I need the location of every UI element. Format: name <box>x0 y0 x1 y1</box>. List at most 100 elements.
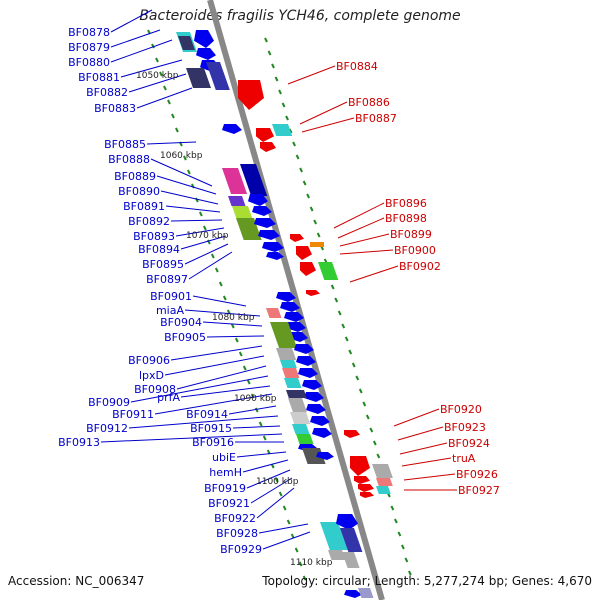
connector-line <box>100 433 283 443</box>
connector-line <box>180 385 271 398</box>
gene-label-right: BF0920 <box>440 403 482 416</box>
gene-label-left: BF0914 <box>186 408 228 421</box>
forward-gene <box>336 514 358 530</box>
gene-label-left: BF0889 <box>114 170 156 183</box>
tick-mark <box>198 211 203 217</box>
genes-value: 4,670 <box>557 574 592 588</box>
scale-label: 1060 kbp <box>160 151 203 161</box>
map-title: Bacteroides fragilis YCH46, complete gen… <box>139 8 461 24</box>
gene-box <box>240 164 268 196</box>
tick-mark <box>282 505 287 511</box>
connector-line <box>180 235 227 250</box>
gene-box <box>232 206 253 218</box>
connector-line <box>401 457 452 467</box>
forward-gene <box>284 312 304 322</box>
forward-gene <box>302 380 322 390</box>
tick-mark <box>159 71 163 77</box>
connector-line <box>175 227 225 237</box>
tick-mark <box>348 349 353 355</box>
tick-mark <box>344 336 349 342</box>
connector-line <box>136 87 193 109</box>
tick-mark <box>298 561 303 567</box>
gene-label-left: BF0880 <box>68 56 110 69</box>
gene-box <box>318 262 339 280</box>
connector-line <box>206 335 265 338</box>
tick-mark <box>365 414 370 420</box>
gene-label-right: BF0886 <box>348 96 390 109</box>
reverse-gene <box>358 484 374 492</box>
tick-mark <box>242 365 247 371</box>
gene-box <box>320 522 348 550</box>
tick-mark <box>281 102 286 108</box>
reverse-gene <box>260 142 276 152</box>
forward-gene <box>194 30 214 48</box>
reverse-gene <box>354 476 370 484</box>
connector-line <box>236 451 287 458</box>
tick-mark <box>355 375 360 381</box>
tick-mark <box>292 141 296 147</box>
scale-label: 1050 kbp <box>136 71 179 81</box>
gene-label-left: BF0922 <box>214 512 256 525</box>
reverse-gene <box>296 246 312 260</box>
connector-line <box>110 29 161 48</box>
connector-line <box>256 487 295 519</box>
forward-gene <box>196 48 216 60</box>
tick-mark <box>258 421 263 427</box>
tick-mark <box>372 440 377 446</box>
forward-gene <box>262 242 284 252</box>
gene-box <box>292 424 310 434</box>
scale-label: 1090 kbp <box>234 394 277 404</box>
tick-mark <box>202 225 207 231</box>
connector-line <box>170 219 223 222</box>
gene-label-left: BF0929 <box>220 543 262 556</box>
forward-gene <box>258 230 280 240</box>
tick-mark <box>151 43 155 49</box>
tick-mark <box>246 379 251 385</box>
tick-mark <box>264 37 268 43</box>
length-value: 5,277,274 bp <box>423 574 504 588</box>
forward-gene <box>254 218 276 228</box>
gene-label-left: BF0912 <box>86 422 128 435</box>
tick-mark <box>187 169 191 175</box>
gene-label-left: prfA <box>157 391 180 404</box>
tick-mark <box>267 50 272 56</box>
gene-label-left: BF0890 <box>118 185 160 198</box>
connector-line <box>287 65 336 85</box>
tick-mark <box>408 570 412 576</box>
tick-mark <box>254 407 259 413</box>
tick-mark <box>302 180 307 186</box>
tick-mark <box>167 99 171 105</box>
reverse-gene <box>360 492 374 498</box>
forward-gene <box>312 428 332 438</box>
forward-gene <box>248 194 268 206</box>
connector-line <box>339 249 394 255</box>
connector-line <box>250 477 293 504</box>
gene-label-left: BF0921 <box>208 497 250 510</box>
forward-gene <box>276 292 296 302</box>
connector-line <box>128 415 279 429</box>
connector-line <box>349 265 399 283</box>
tick-mark <box>278 491 283 497</box>
connector-line <box>188 251 233 280</box>
forward-gene <box>266 252 284 260</box>
gene-label-left: BF0891 <box>123 200 165 213</box>
reverse-gene <box>344 430 360 438</box>
gene-label-right: BF0898 <box>385 212 427 225</box>
tick-mark <box>376 453 381 459</box>
forward-gene <box>280 302 300 312</box>
gene-box <box>222 168 248 194</box>
gene-label-left: BF0909 <box>88 396 130 409</box>
gene-box <box>372 464 393 478</box>
connector-line <box>146 141 197 145</box>
gene-label-left: BF0881 <box>78 71 120 84</box>
connector-line <box>184 243 229 265</box>
tick-mark <box>278 89 282 95</box>
reverse-gene <box>306 290 320 296</box>
gene-label-right: BF0924 <box>448 437 490 450</box>
tick-mark <box>341 323 346 329</box>
connector-line <box>399 442 448 455</box>
connector-line <box>154 393 273 415</box>
tick-mark <box>290 533 295 539</box>
connector-line <box>164 355 265 376</box>
